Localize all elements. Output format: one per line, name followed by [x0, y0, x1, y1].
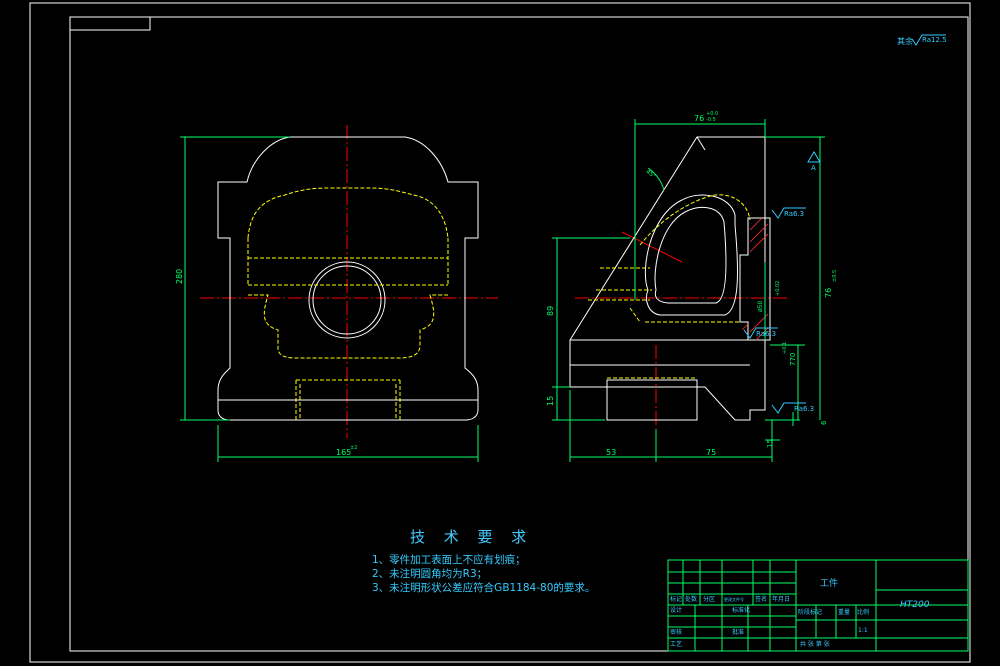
side-dim-right-bottom: 75 — [706, 448, 716, 457]
tech-note-1: 1、零件加工表面上不应有划痕； — [372, 554, 526, 566]
tb-date: 年月日 — [772, 595, 790, 603]
side-dim-mid-tol: +0.1 — [782, 342, 788, 354]
tech-note-2: 2、未注明圆角均为R3； — [372, 568, 488, 580]
tech-note-3: 3、未注明形状公差应符合GB1184-80的要求。 — [372, 582, 596, 594]
title-block — [667, 559, 969, 652]
side-datum: A — [811, 164, 816, 172]
tb-approve: 批准 — [732, 628, 744, 636]
tb-count: 处数 — [685, 595, 697, 603]
tb-sheets: 共 张 第 张 — [800, 640, 830, 648]
side-rough-1: Ra6.3 — [784, 210, 804, 218]
tb-review: 审核 — [670, 628, 682, 636]
tb-craft: 工艺 — [670, 640, 682, 648]
side-dim-top: 76 — [694, 114, 704, 123]
side-dim-angle: 45° — [644, 168, 657, 180]
tb-design: 设计 — [670, 606, 682, 614]
tb-ratio: 比例 — [857, 608, 869, 616]
front-view: 280 165 ±2 — [175, 125, 498, 462]
tb-weight: 重量 — [838, 608, 850, 616]
side-dim-upper: 89 — [546, 306, 555, 316]
drawing-number-box — [69, 16, 151, 31]
side-dim-top-tol-low: -0.5 — [706, 117, 716, 123]
side-rough-3: Ra6.3 — [794, 405, 814, 413]
tech-notes-title: 技 术 要 求 — [410, 528, 534, 546]
side-dim-total-tol: ±0.5 — [832, 270, 838, 282]
roughness-value: Ra12.5 — [922, 36, 947, 44]
tb-mark: 标记 — [670, 595, 682, 603]
side-dim-slot-tol: +0.02 — [775, 281, 781, 296]
tb-stage: 阶段标记 — [798, 608, 822, 616]
inner-border — [69, 16, 969, 652]
side-dim-total: 76 — [824, 288, 833, 298]
tb-sign: 签名 — [755, 595, 767, 603]
front-dim-width: 165 — [336, 448, 351, 457]
side-dim-bottom-right: 15 — [766, 439, 774, 448]
tb-material: HT200 — [900, 600, 930, 610]
roughness-prefix: 其余 — [897, 36, 913, 46]
tb-part-name: 工件 — [820, 577, 838, 589]
side-dim-small-right: 6 — [820, 420, 828, 425]
tb-scale: 1:1 — [858, 627, 868, 634]
side-rough-2: Ra6.3 — [756, 330, 776, 338]
side-dim-mid: 770 — [789, 353, 797, 366]
side-dim-top-tol-up: +0.0 — [706, 111, 718, 117]
side-view: 76 +0.0 -0.5 45° 76 ±0.5 ø50 +0.02 89 15… — [546, 111, 838, 462]
tb-doc: 更改文件号 — [724, 596, 744, 602]
side-dim-slot: ø50 — [757, 301, 764, 312]
tb-zone: 分区 — [703, 595, 715, 603]
outer-border — [29, 2, 971, 663]
roughness-note: 其余 Ra12.5 — [897, 34, 947, 46]
tech-notes: 技 术 要 求 1、零件加工表面上不应有划痕； 2、未注明圆角均为R3； 3、未… — [372, 526, 595, 595]
front-dim-height: 280 — [175, 269, 184, 284]
side-dim-base: 15 — [546, 396, 555, 406]
tb-std: 标准化 — [732, 606, 750, 614]
front-dim-width-tol: ±2 — [350, 445, 357, 451]
title-block-text: 标记 处数 分区 更改文件号 签名 年月日 设计 标准化 阶段标记 重量 比例 … — [670, 577, 930, 648]
side-dim-left-bottom: 53 — [606, 448, 616, 457]
